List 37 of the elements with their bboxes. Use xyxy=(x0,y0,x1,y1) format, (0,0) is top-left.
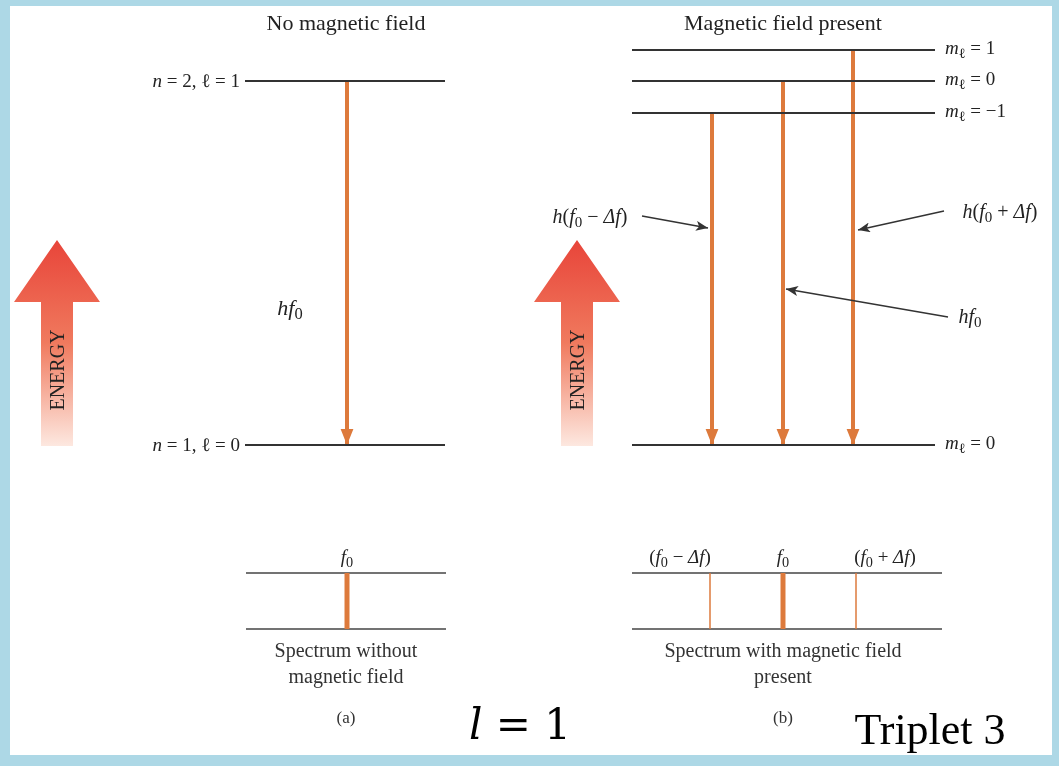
axis-label: ENERGY xyxy=(565,328,589,413)
energy-level-line xyxy=(245,444,445,446)
energy-level-line xyxy=(245,80,445,82)
transition-label: hf$_{0}$ xyxy=(948,302,992,332)
equation-label: l = 1 xyxy=(467,700,573,750)
spectrum-line-label: (f$_{0}$ − Δf) xyxy=(648,545,712,572)
transition-arrow xyxy=(340,81,354,445)
panel-label: (b) xyxy=(772,707,794,729)
spectrum-caption: Spectrum without magnetic field xyxy=(273,638,419,689)
transition-label: h(f$_{0}$ + Δf) xyxy=(944,197,1056,225)
energy-level-line xyxy=(632,112,935,114)
energy-level-line xyxy=(632,49,935,51)
leader-line xyxy=(641,215,709,231)
panel-title: No magnetic field xyxy=(265,9,427,37)
level-label: m$_{ℓ}$ = 0 xyxy=(945,67,997,91)
spectrum-line-label: f$_{0}$ xyxy=(775,545,791,572)
spectrum-line-label: (f$_{0}$ + Δf) xyxy=(853,545,917,572)
leader-line xyxy=(857,210,945,233)
level-label: m$_{ℓ}$ = −1 xyxy=(945,99,1007,123)
panel-title: Magnetic field present xyxy=(683,9,883,37)
energy-level-line xyxy=(632,444,935,446)
transition-label: h(f$_{0}$ − Δf) xyxy=(538,202,642,230)
level-label: m$_{ℓ}$ = 1 xyxy=(945,36,997,60)
level-label: m$_{ℓ}$ = 0 xyxy=(945,431,997,455)
energy-level-line xyxy=(632,80,935,82)
level-label: n = 2, ℓ = 1 xyxy=(151,69,240,93)
transition-label: hf$_{0}$ xyxy=(276,294,304,324)
transition-arrow xyxy=(705,113,719,445)
transition-arrow xyxy=(776,81,790,445)
spectrum-caption: Spectrum with magnetic field present xyxy=(663,638,903,689)
transition-arrow xyxy=(846,50,860,445)
level-label: n = 1, ℓ = 0 xyxy=(151,433,240,457)
leader-line xyxy=(785,286,949,318)
panel-label: (a) xyxy=(335,707,357,729)
spectrum-line-label: f$_{0}$ xyxy=(339,545,355,572)
axis-label: ENERGY xyxy=(45,328,69,413)
note-label: Triplet 3 xyxy=(853,704,1007,756)
